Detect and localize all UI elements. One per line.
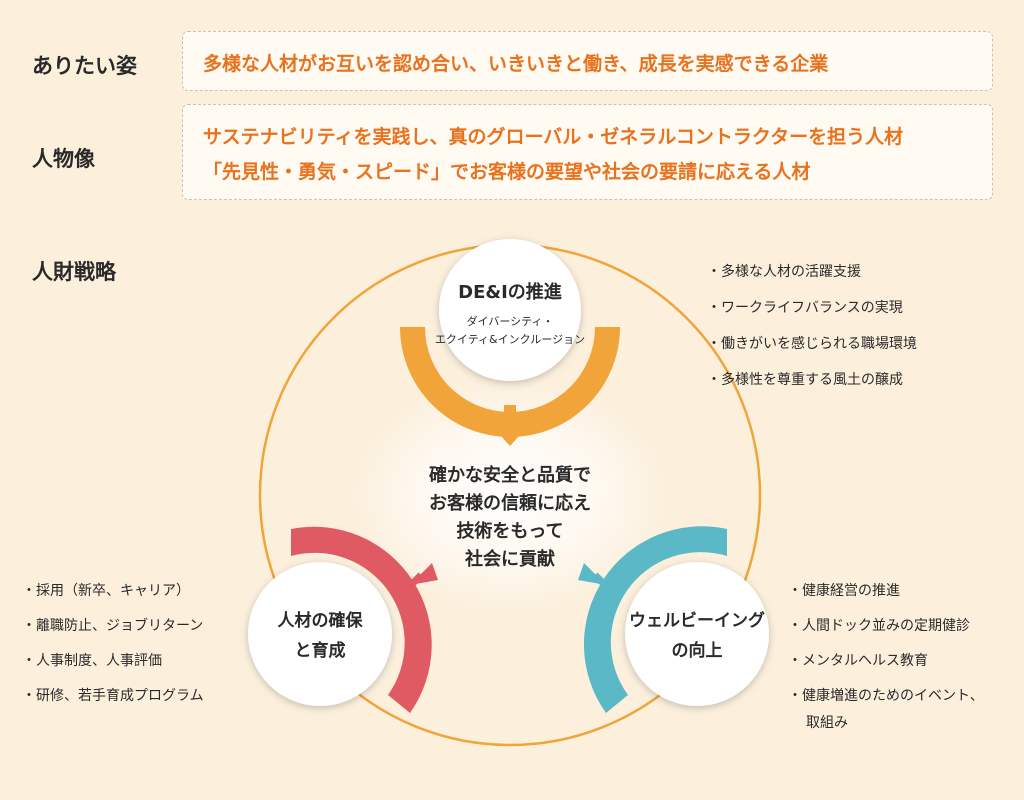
talent-title-1: 人材の確保: [277, 611, 363, 631]
ideal-box: 多様な人材がお互いを認め合い、いきいきと働き、成長を実感できる企業: [182, 31, 993, 91]
talent-band: [291, 526, 432, 713]
wellbeing-title-1: ウェルビーイング: [629, 611, 765, 631]
wellbeing-band: [583, 526, 727, 713]
list-item: 健康経営の推進: [788, 574, 984, 609]
talent-title-2: と育成: [294, 641, 346, 661]
talent-node-circle: [248, 562, 392, 706]
list-item: 離職防止、ジョブリターン: [22, 609, 204, 644]
dei-arrow-icon: [493, 405, 527, 446]
wellbeing-arrow-shaft: [592, 572, 615, 595]
persona-line-2: 「先見性・勇気・スピード」でお客様の要望や社会の要請に応える人材: [203, 161, 811, 183]
dei-title: DE&Iの推進: [458, 282, 562, 303]
persona-box: サステナビリティを実践し、真のグローバル・ゼネラルコントラクターを担う人材 「先…: [182, 104, 993, 200]
dei-subtitle-2: エクイティ&インクルージョン: [434, 333, 586, 346]
ideal-text: 多様な人材がお互いを認め合い、いきいきと働き、成長を実感できる企業: [203, 53, 829, 75]
list-item: 研修、若手育成プログラム: [22, 679, 204, 714]
list-item: 人事制度、人事評価: [22, 644, 204, 679]
center-line-4: 社会に貢献: [465, 549, 555, 570]
wellbeing-bullet-list: 健康経営の推進 人間ドック並みの定期健診 メンタルヘルス教育 健康増進のためのイ…: [788, 574, 984, 714]
dei-node-circle: [439, 239, 581, 381]
talent-arrow-shaft: [401, 572, 424, 595]
list-item: 働きがいを感じられる職場環境: [707, 326, 917, 362]
center-line-3: 技術をもって: [456, 521, 564, 542]
list-item: メンタルヘルス教育: [788, 644, 984, 679]
center-line-2: お客様の信頼に応え: [429, 493, 591, 514]
dei-bullet-list: 多様な人材の活躍支援 ワークライフバランスの実現 働きがいを感じられる職場環境 …: [707, 254, 917, 398]
center-line-1: 確かな安全と品質で: [429, 465, 591, 486]
strategy-label: 人財戦略: [32, 260, 116, 284]
list-item: 採用（新卒、キャリア）: [22, 574, 204, 609]
ideal-label: ありたい姿: [32, 54, 137, 78]
list-item: 人間ドック並みの定期健診: [788, 609, 984, 644]
persona-label: 人物像: [32, 147, 95, 171]
wellbeing-node-circle: [625, 562, 769, 706]
talent-bullet-list: 採用（新卒、キャリア） 離職防止、ジョブリターン 人事制度、人事評価 研修、若手…: [22, 574, 204, 714]
list-item: ワークライフバランスの実現: [707, 290, 917, 326]
dei-band: [400, 327, 620, 437]
persona-line-1: サステナビリティを実践し、真のグローバル・ゼネラルコントラクターを担う人材: [203, 126, 904, 148]
list-item: 健康増進のためのイベント、: [788, 679, 984, 714]
list-item: 多様な人材の活躍支援: [707, 254, 917, 290]
dei-subtitle-1: ダイバーシティ・: [466, 315, 554, 328]
center-goal-text: 確かな安全と品質で お客様の信頼に応え 技術をもって 社会に貢献: [398, 462, 622, 574]
list-item: 多様性を尊重する風土の醸成: [707, 362, 917, 398]
wellbeing-bullet-continuation: 取組み: [806, 715, 848, 731]
wellbeing-title-2: の向上: [671, 641, 723, 661]
